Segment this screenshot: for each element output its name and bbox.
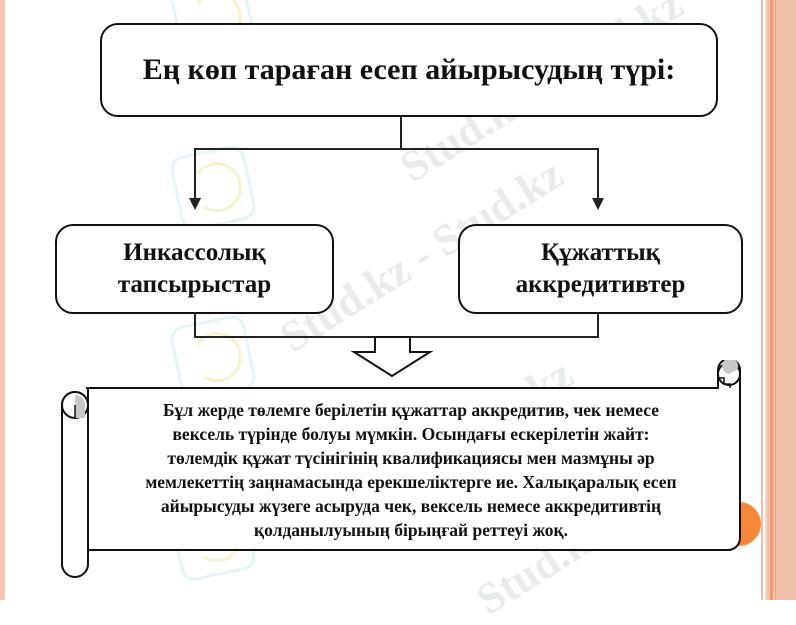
left-decor-strip (0, 0, 5, 600)
scroll-note-text: Бұл жерде төлемге берілетін құжаттар акк… (100, 398, 722, 542)
connector-line (597, 148, 599, 200)
right-decor-strip (761, 0, 796, 600)
connector-line (194, 314, 196, 338)
diagram-title-box: Ең көп тараған есеп айырысудың түрі: (100, 23, 718, 117)
connector-line (194, 148, 599, 150)
arrow-down-icon (189, 198, 201, 210)
branch-box-documentary: Құжаттық аккредитивтер (458, 224, 743, 314)
watermark-logo-icon (167, 142, 259, 234)
connector-line (194, 148, 196, 200)
note-line: төлемдік құжат түсінігінің квалификацияс… (167, 448, 655, 468)
scroll-banner (61, 360, 741, 578)
note-line: вексель түрінде болуы мүмкін. Осындағы е… (172, 424, 650, 444)
branch-label: тапсырыстар (117, 271, 272, 298)
branch-label: аккредитивтер (515, 271, 686, 298)
note-line: айырысуды жүзеге асыруда чек, вексель не… (160, 496, 662, 516)
arrow-down-icon (592, 198, 604, 210)
branch-box-collection: Инкассолық тапсырыстар (55, 224, 334, 314)
branch-label: Құжаттық (540, 239, 661, 266)
note-line: мемлекеттің заңнамасында ерекшеліктерге … (145, 472, 677, 492)
block-arrow-down-icon (350, 336, 434, 378)
note-line: Бұл жерде төлемге берілетін құжаттар акк… (162, 400, 659, 420)
connector-line (597, 314, 599, 338)
diagram-title: Ең көп тараған есеп айырысудың түрі: (142, 53, 676, 86)
connector-line (400, 117, 402, 149)
note-line: қолданылуының бірыңғай реттеуі жоқ. (254, 520, 568, 540)
branch-label: Инкассолық (123, 239, 266, 266)
